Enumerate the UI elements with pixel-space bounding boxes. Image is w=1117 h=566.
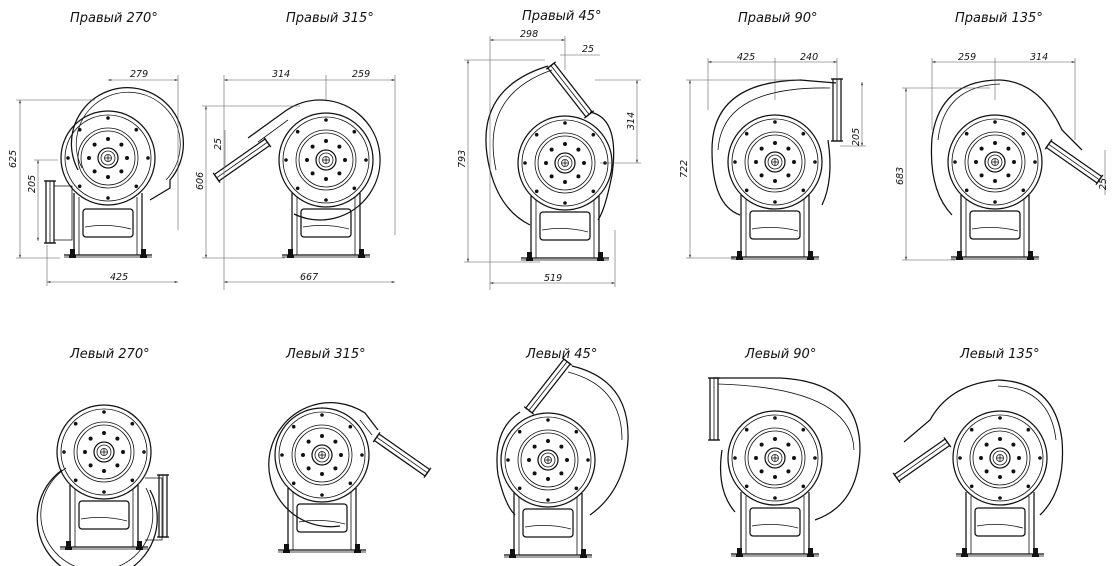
view-title: Левый 135° [959,347,1040,362]
dim-left-outer: 683 [895,167,906,185]
view-title: Левый 315° [285,347,366,362]
view-right-270: Правый 270° 279 425 625 205 [8,11,184,286]
dim-top-right: 240 [800,52,818,63]
dim-top-left: 425 [737,52,755,63]
view-title: Левый 45° [525,347,597,362]
view-title: Левый 90° [744,347,816,362]
view-right-315: Правый 315° 314 259 667 606 25 [195,11,396,290]
dim-right: 314 [626,112,637,130]
view-title: Правый 45° [522,9,602,24]
view-left-315: Левый 315° [268,347,432,554]
dim-top-right: 314 [1030,52,1048,63]
dim-top-left: 259 [958,52,976,63]
dim-top-left: 314 [272,69,290,80]
dim-left-inner: 205 [27,175,38,193]
view-title: Левый 270° [69,347,150,362]
dim-bottom: 667 [300,272,318,283]
dim-top-right: 25 [582,44,594,55]
dim-left-outer: 793 [457,150,468,168]
view-left-135: Левый 135° [892,347,1064,558]
view-title: Правый 135° [955,11,1043,26]
dim-left-outer: 606 [195,172,206,190]
view-right-90: Правый 90° 425 240 722 205 [679,11,866,261]
dim-bottom: 425 [110,272,128,283]
view-left-90: Левый 90° [707,347,861,558]
dim-top: 279 [130,69,148,80]
view-right-45: Правый 45° 298 25 519 793 314 [457,9,641,290]
dim-left-inner: 25 [213,138,224,150]
view-title: Правый 270° [70,11,158,26]
dim-top-left: 298 [520,29,538,40]
dim-right: 205 [851,128,862,146]
view-right-135: Правый 135° 259 314 683 25 [895,11,1109,261]
view-left-45: Левый 45° [496,347,629,559]
view-left-270: Левый 270° [36,347,170,566]
dim-right: 25 [1098,178,1109,190]
view-title: Правый 315° [286,11,374,26]
dim-left-outer: 722 [679,160,690,178]
dim-bottom: 519 [544,273,562,284]
dim-left-outer: 625 [8,150,19,168]
view-title: Правый 90° [738,11,818,26]
dim-top-right: 259 [352,69,370,80]
